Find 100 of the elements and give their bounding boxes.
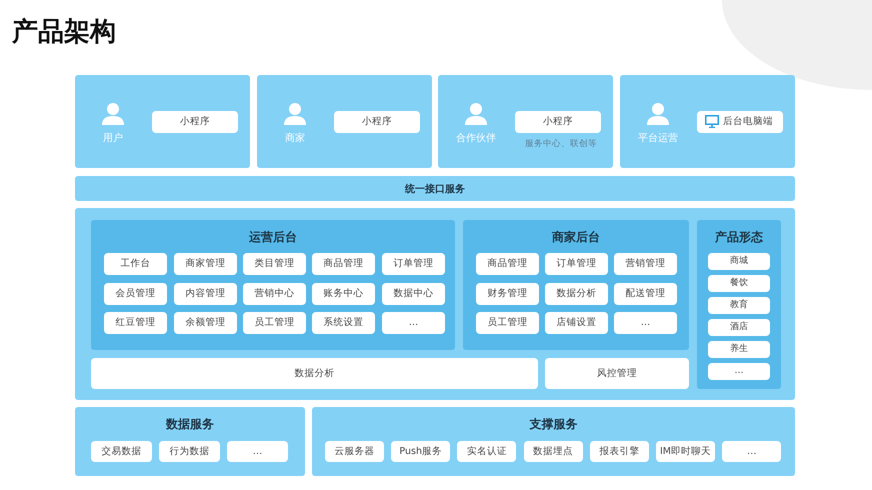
module-label: 教育 (729, 298, 749, 312)
module-box (614, 283, 677, 305)
module-box (312, 253, 375, 275)
module-label: … (746, 445, 758, 459)
module-box (457, 441, 516, 462)
module-box (515, 111, 601, 133)
module-label: 账务中心 (322, 287, 364, 301)
module-label: 红豆管理 (114, 316, 156, 330)
module-box (545, 312, 608, 334)
module-label: 酒店 (729, 320, 749, 334)
module-box (590, 441, 649, 462)
module-group (463, 220, 689, 350)
module-box (325, 441, 384, 462)
module-label: 内容管理 (184, 287, 226, 301)
module-box (708, 363, 770, 380)
module-box (708, 275, 770, 292)
module-box (243, 283, 306, 305)
module-label: 财务管理 (486, 287, 528, 301)
module-label: 数据埋点 (532, 445, 574, 459)
module-box (174, 312, 237, 334)
page-title: 产品架构 (12, 16, 116, 49)
module-box (697, 111, 783, 133)
role-label: 合作伙伴 (455, 132, 497, 145)
module-box (391, 441, 450, 462)
role-label: 商家 (284, 132, 306, 145)
client-panel (257, 75, 432, 168)
module-label: 小程序 (361, 115, 393, 129)
section-heading: 商家后台 (551, 229, 601, 246)
module-group (697, 220, 781, 389)
interface-bar (75, 176, 795, 201)
module-group (91, 220, 455, 350)
platform-panel (75, 208, 795, 400)
module-box (614, 253, 677, 275)
module-box (104, 283, 167, 305)
service-panel (312, 407, 795, 476)
module-label: … (252, 445, 264, 459)
module-box (243, 253, 306, 275)
section-heading: 支撑服务 (528, 416, 578, 433)
module-label: 小程序 (542, 115, 574, 129)
module-label: 商城 (729, 254, 749, 268)
module-box (334, 111, 420, 133)
module-label: 类目管理 (254, 257, 296, 271)
module-label: 风控管理 (596, 367, 638, 381)
section-heading: 运营后台 (248, 229, 298, 246)
module-box (174, 283, 237, 305)
role-label: 用户 (102, 132, 124, 145)
module-box (152, 111, 238, 133)
module-box (312, 312, 375, 334)
module-box (708, 341, 770, 358)
module-label: 实名认证 (466, 445, 508, 459)
module-box (312, 283, 375, 305)
module-label: 订单管理 (556, 257, 598, 271)
module-label: 工作台 (120, 257, 152, 271)
module-box (545, 283, 608, 305)
module-label: … (640, 316, 652, 330)
module-box (227, 441, 288, 462)
module-box (722, 441, 782, 462)
module-box (656, 441, 715, 462)
module-label: 余额管理 (184, 316, 226, 330)
module-label: 配送管理 (624, 287, 666, 301)
module-box (614, 312, 677, 334)
module-label: … (408, 316, 420, 330)
module-box (104, 253, 167, 275)
section-heading: 产品形态 (714, 229, 764, 246)
module-label: 养生 (729, 342, 749, 356)
module-label: 报表引擎 (598, 445, 640, 459)
module-label: 后台电脑端 (723, 115, 773, 129)
module-label: 店铺设置 (556, 316, 598, 330)
module-label: 系统设置 (322, 316, 364, 330)
module-label: 数据分析 (556, 287, 598, 301)
module-label: 行为数据 (168, 445, 210, 459)
module-label: 商品管理 (486, 257, 528, 271)
module-box (382, 312, 445, 334)
module-box (243, 312, 306, 334)
module-label: 员工管理 (254, 316, 296, 330)
module-label: 员工管理 (486, 316, 528, 330)
module-label: 商家管理 (184, 257, 226, 271)
service-panel (75, 407, 305, 476)
role-label: 平台运营 (637, 132, 679, 145)
module-box (524, 441, 583, 462)
module-box (708, 297, 770, 314)
module-label: Push服务 (398, 445, 443, 459)
module-label: … (734, 365, 744, 378)
module-box (174, 253, 237, 275)
module-label: 云服务器 (334, 445, 376, 459)
module-box (545, 358, 689, 389)
module-box (104, 312, 167, 334)
module-box (91, 441, 152, 462)
module-label: 订单管理 (392, 257, 434, 271)
module-label: 会员管理 (114, 287, 156, 301)
module-label: 商品管理 (322, 257, 364, 271)
module-box (476, 253, 539, 275)
note-text: 服务中心、联创等 (525, 138, 597, 150)
module-box (91, 358, 538, 389)
section-heading: 数据服务 (164, 416, 215, 433)
module-label: 营销中心 (254, 287, 296, 301)
module-label: 交易数据 (100, 445, 142, 459)
module-box (476, 312, 539, 334)
module-box (476, 283, 539, 305)
client-panel (75, 75, 250, 168)
